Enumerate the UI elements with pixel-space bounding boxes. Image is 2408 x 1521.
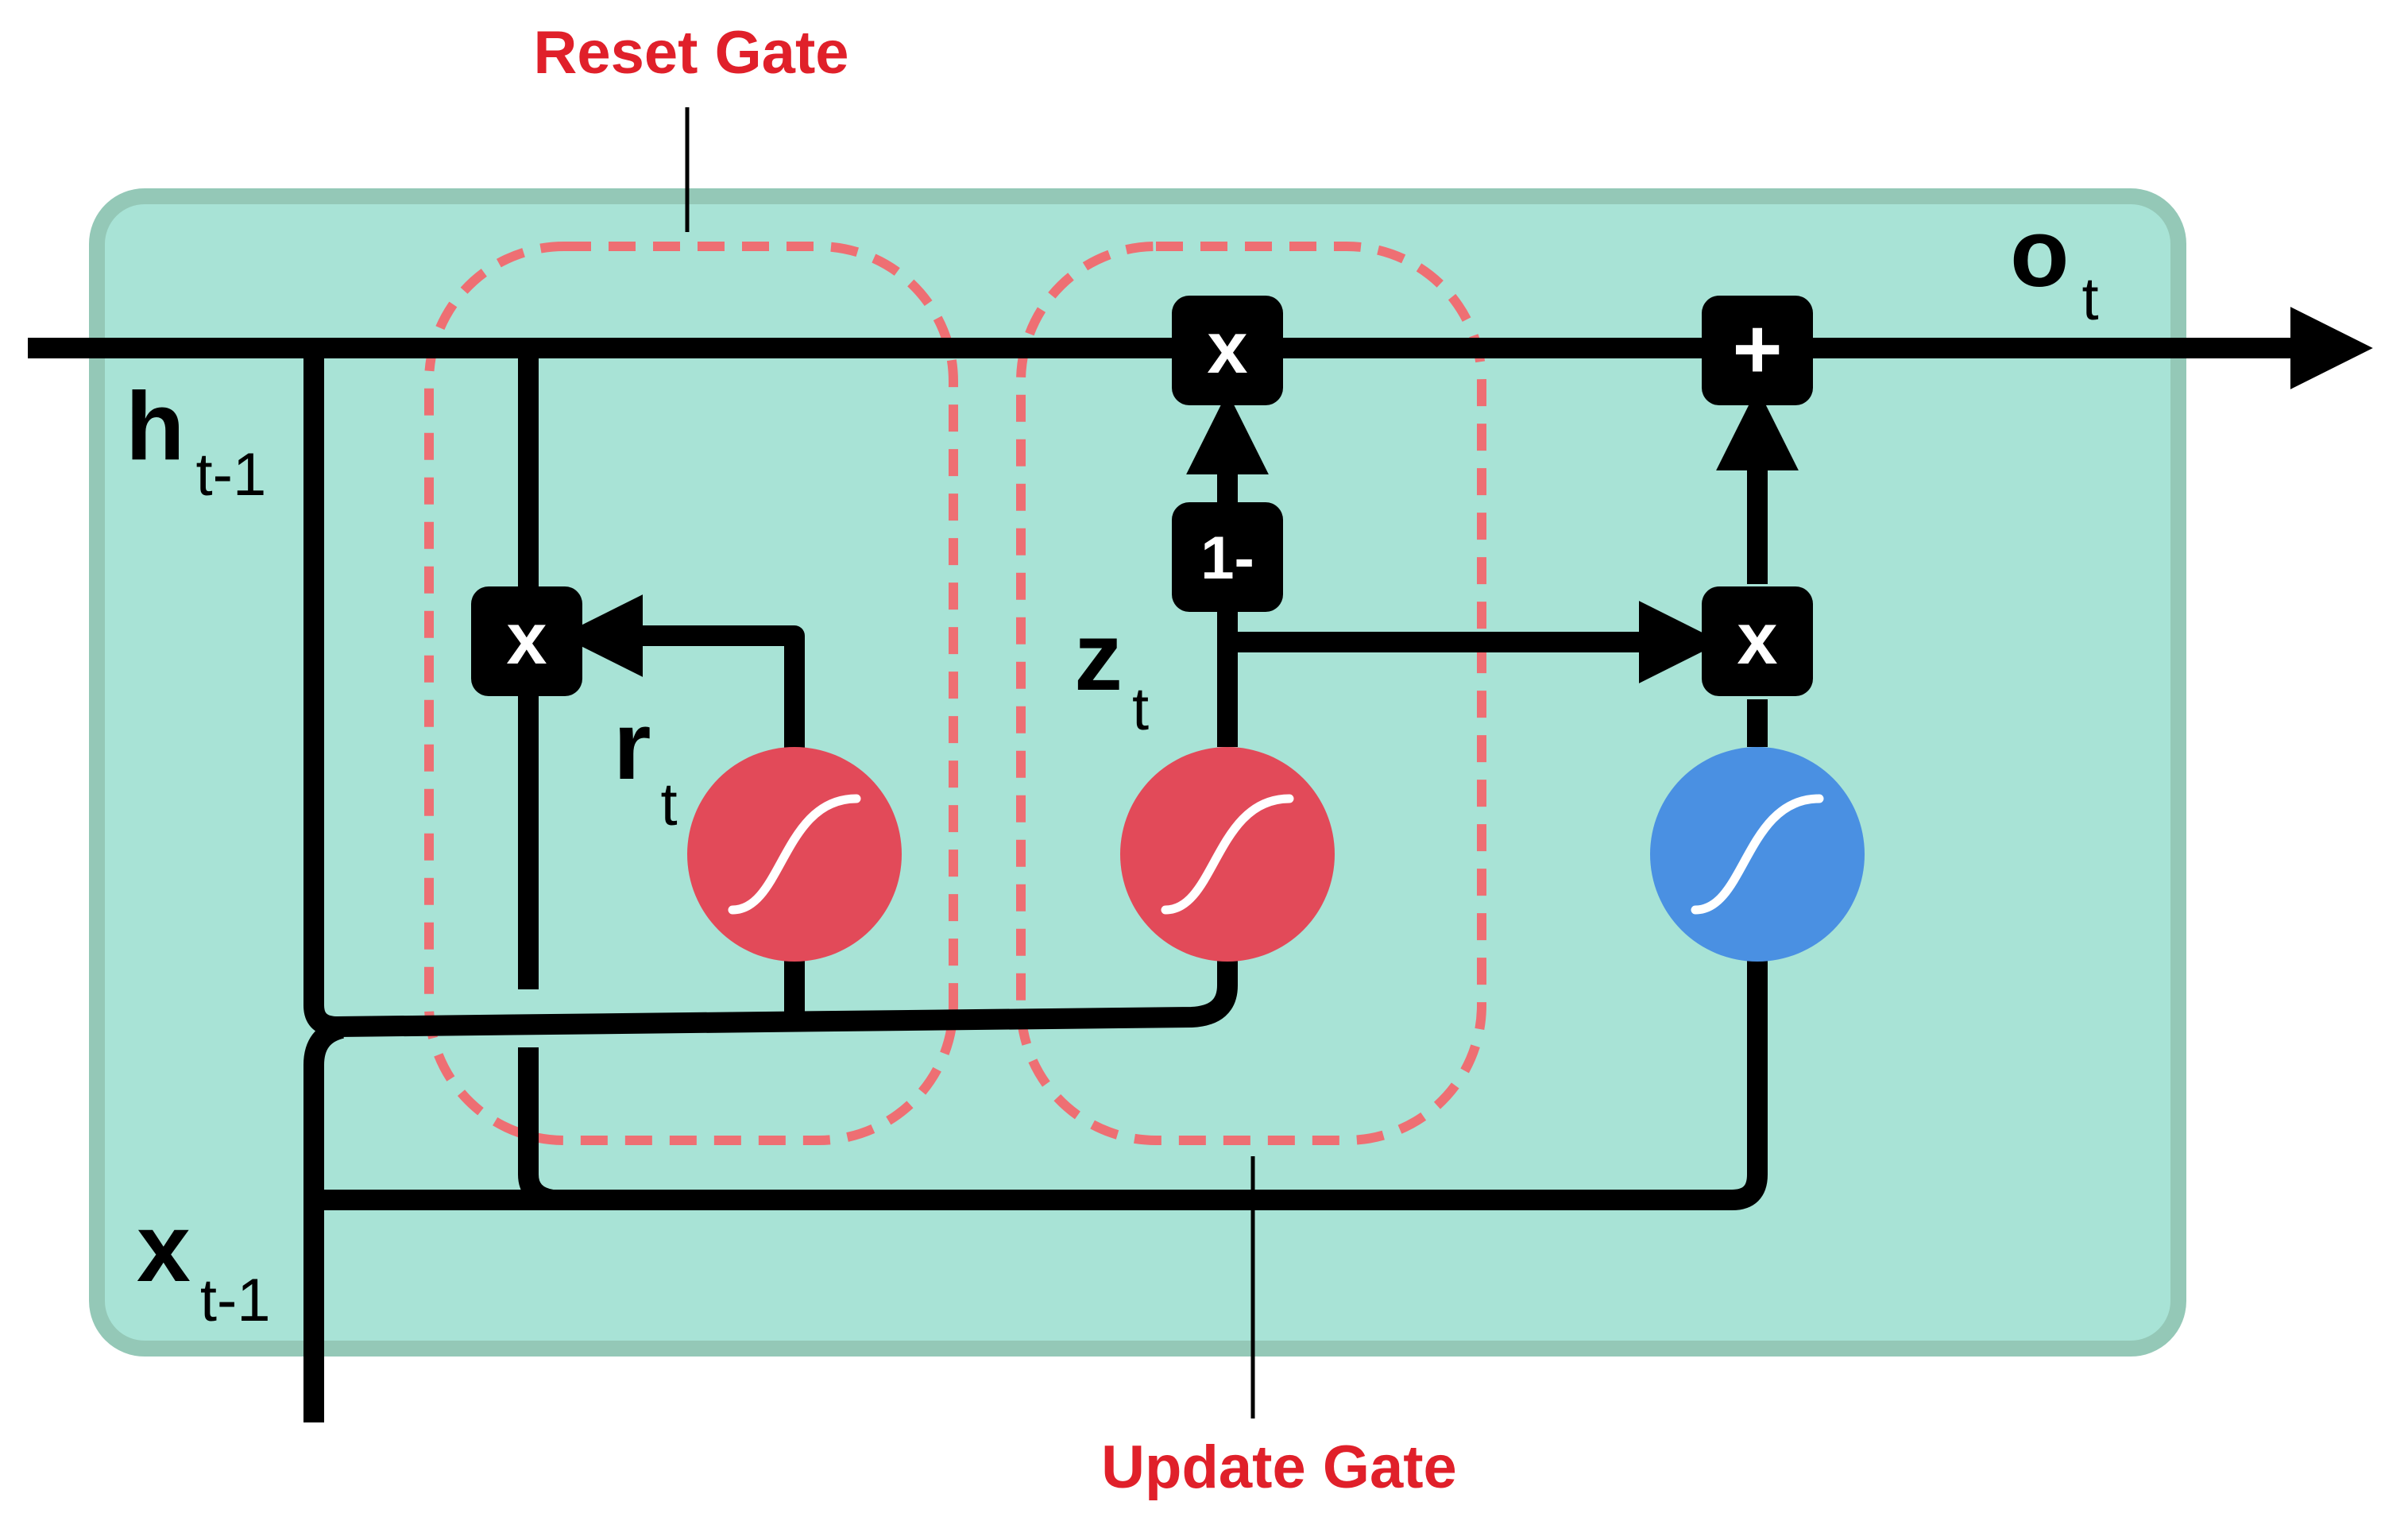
x-prev-sub: t-1 [200, 1267, 271, 1334]
sigmoid-curve-icon [728, 794, 861, 915]
update-multiply-op: x [1172, 296, 1283, 405]
x-prev-horizontal [314, 942, 1768, 1210]
h-prev-main: h [126, 372, 185, 480]
candidate-tanh-circle [1650, 747, 1865, 962]
x-prev-main: x [137, 1194, 191, 1302]
output-multiply-op: x [1702, 586, 1813, 696]
reset-signal-line [560, 594, 805, 755]
h-prev-label: h t-1 [126, 372, 266, 509]
wires [28, 307, 2373, 1422]
update-multiply-symbol: x [1207, 308, 1247, 389]
sigmoid-curve-icon [1161, 794, 1294, 915]
reset-gate-label: Reset Gate [533, 19, 848, 87]
h-prev-branch [303, 348, 1238, 1037]
reset-signal-main: r [613, 691, 651, 799]
update-gate-outline [1016, 242, 1486, 1145]
reset-vertical-lower [518, 1047, 555, 1210]
update-sigmoid-circle [1120, 747, 1335, 962]
update-signal-sub: t [1132, 675, 1149, 743]
candidate-tanh [1650, 747, 1865, 962]
output-label: o t [2010, 199, 2099, 333]
reset-signal-label: r t [613, 691, 678, 838]
tanh-curve-icon [1691, 794, 1824, 915]
one-minus-op: 1- [1172, 502, 1283, 612]
output-sub: t [2082, 265, 2099, 333]
h-prev-sub: t-1 [196, 441, 267, 509]
update-signal-label: z t [1074, 602, 1149, 743]
update-signal-main: z [1074, 602, 1123, 710]
reset-gate-outline [424, 242, 958, 1145]
add-op: + [1702, 296, 1813, 405]
x-prev-line [303, 1018, 345, 1422]
one-minus-symbol: 1- [1200, 524, 1254, 592]
update-gate-label: Update Gate [1101, 1434, 1457, 1501]
cell-background [89, 188, 2186, 1357]
output-multiply-symbol: x [1737, 598, 1777, 679]
output-main: o [2010, 199, 2070, 307]
update-sigmoid [1120, 747, 1335, 962]
reset-signal-sub: t [660, 771, 677, 838]
reset-multiply-symbol: x [506, 598, 547, 679]
reset-sigmoid-circle [687, 747, 902, 962]
x-prev-label: x t-1 [137, 1194, 271, 1334]
reset-sigmoid [687, 747, 902, 962]
reset-multiply-op: x [471, 586, 582, 696]
add-symbol: + [1732, 300, 1782, 397]
